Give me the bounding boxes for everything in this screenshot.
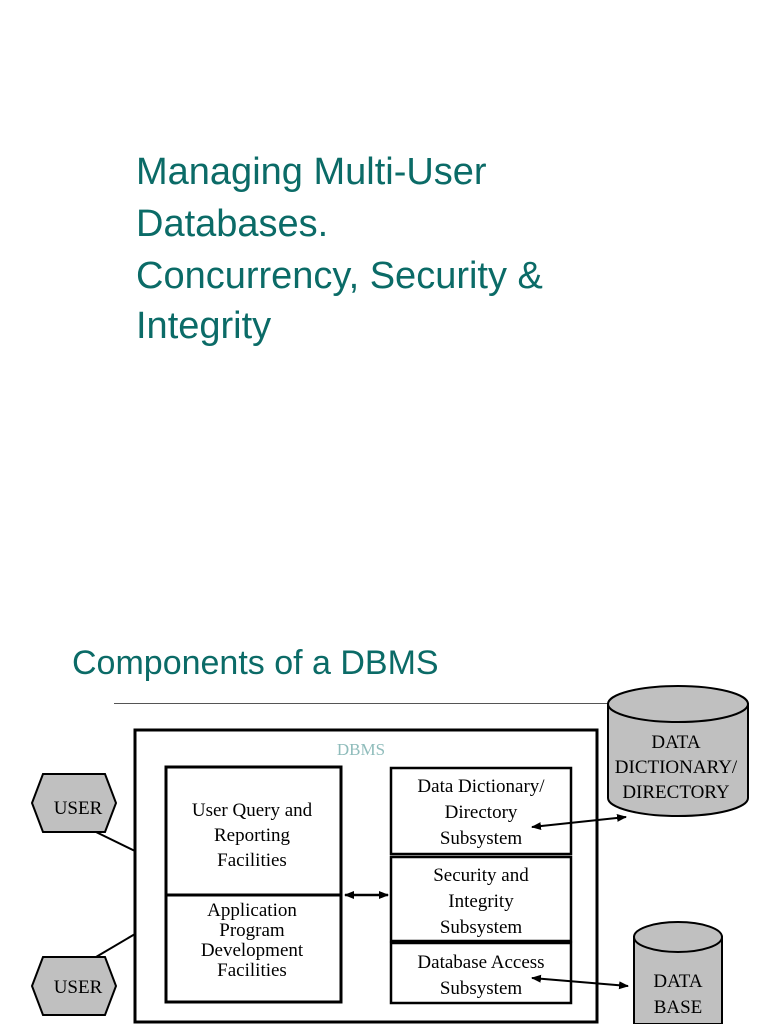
db-cyl-line-1: DATA	[653, 971, 702, 992]
dbms-label: DBMS	[337, 740, 385, 759]
query-line-1: User Query and	[192, 800, 313, 821]
title-line-1: Managing Multi-User	[136, 151, 487, 193]
app-line-4: Facilities	[217, 960, 287, 981]
user-top-shape	[30, 773, 118, 833]
sec-line-1: Security and	[433, 865, 529, 886]
database-arrow	[531, 974, 629, 990]
slide-heading: Components of a DBMS	[72, 644, 439, 682]
user-bottom-shape	[30, 956, 118, 1016]
dict-line-3: Subsystem	[440, 828, 523, 849]
user-bottom-label: USER	[54, 977, 103, 998]
dict-line-2: Directory	[445, 802, 518, 823]
title-line-4: Integrity	[136, 305, 272, 347]
data-dictionary-box	[389, 766, 573, 856]
user-query-box	[164, 765, 343, 897]
title-slide: Managing Multi-User Databases. Concurren…	[136, 151, 543, 347]
dbms-diagram: DBMS User Query and Reporting Facilities…	[30, 685, 749, 1024]
database-cylinder	[633, 921, 723, 1024]
app-line-2: Program	[219, 920, 285, 941]
dict-cyl-line-3: DIRECTORY	[622, 782, 730, 803]
access-line-2: Subsystem	[440, 978, 523, 999]
heading-rule	[114, 703, 629, 704]
data-dictionary-cylinder	[607, 685, 749, 817]
security-integrity-box	[389, 855, 573, 943]
title-line-3: Concurrency, Security &	[136, 255, 543, 297]
sec-line-3: Subsystem	[440, 917, 523, 938]
sec-line-2: Integrity	[448, 891, 514, 912]
app-line-3: Development	[201, 940, 304, 961]
app-dev-box	[164, 893, 343, 1004]
app-line-1: Application	[207, 900, 297, 921]
dict-line-1: Data Dictionary/	[417, 776, 545, 797]
db-cyl-line-2: BASE	[654, 997, 703, 1018]
query-line-2: Reporting	[214, 825, 290, 846]
access-line-1: Database Access	[417, 952, 544, 973]
user-top-connector	[95, 831, 136, 852]
dict-cyl-line-1: DATA	[651, 732, 700, 753]
query-line-3: Facilities	[217, 850, 287, 871]
database-access-box	[389, 941, 573, 1005]
title-line-2: Databases.	[136, 203, 329, 245]
components-slide: Components of a DBMS DBMS User Query and…	[0, 600, 768, 1024]
dictionary-arrow	[531, 813, 627, 831]
user-top-label: USER	[54, 798, 103, 819]
user-bottom-connector	[95, 933, 136, 958]
dict-cyl-line-2: DICTIONARY/	[615, 757, 738, 778]
